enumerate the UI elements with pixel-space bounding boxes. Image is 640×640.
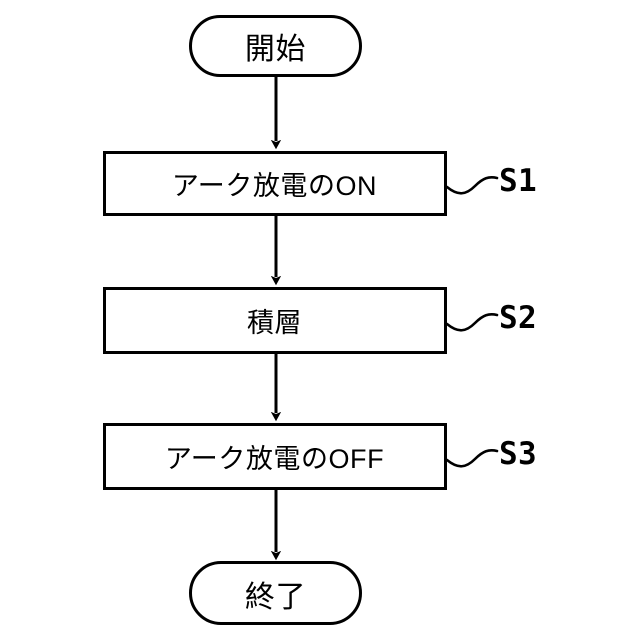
step2-reference-tag: S2 bbox=[499, 300, 537, 336]
end-node-shape[interactable] bbox=[189, 561, 362, 625]
step2-node-shape[interactable] bbox=[103, 287, 447, 354]
step3-reference-tag: S3 bbox=[499, 436, 537, 472]
step1-node-shape[interactable] bbox=[103, 151, 447, 216]
step2-leader-line bbox=[445, 312, 499, 332]
start-node-label: 開始 bbox=[244, 33, 307, 66]
start-node-shape[interactable] bbox=[189, 15, 362, 77]
step1-reference-tag: S1 bbox=[499, 163, 537, 199]
step2-node-label: 積層 bbox=[246, 308, 303, 338]
step3-node-label: アーク放電のOFF bbox=[164, 444, 385, 474]
step3-node-shape[interactable] bbox=[103, 423, 447, 490]
end-node-label: 終了 bbox=[244, 580, 307, 614]
step3-leader-line bbox=[445, 448, 499, 468]
step1-leader-line bbox=[445, 175, 499, 195]
step1-node-label: アーク放電のON bbox=[171, 171, 378, 201]
